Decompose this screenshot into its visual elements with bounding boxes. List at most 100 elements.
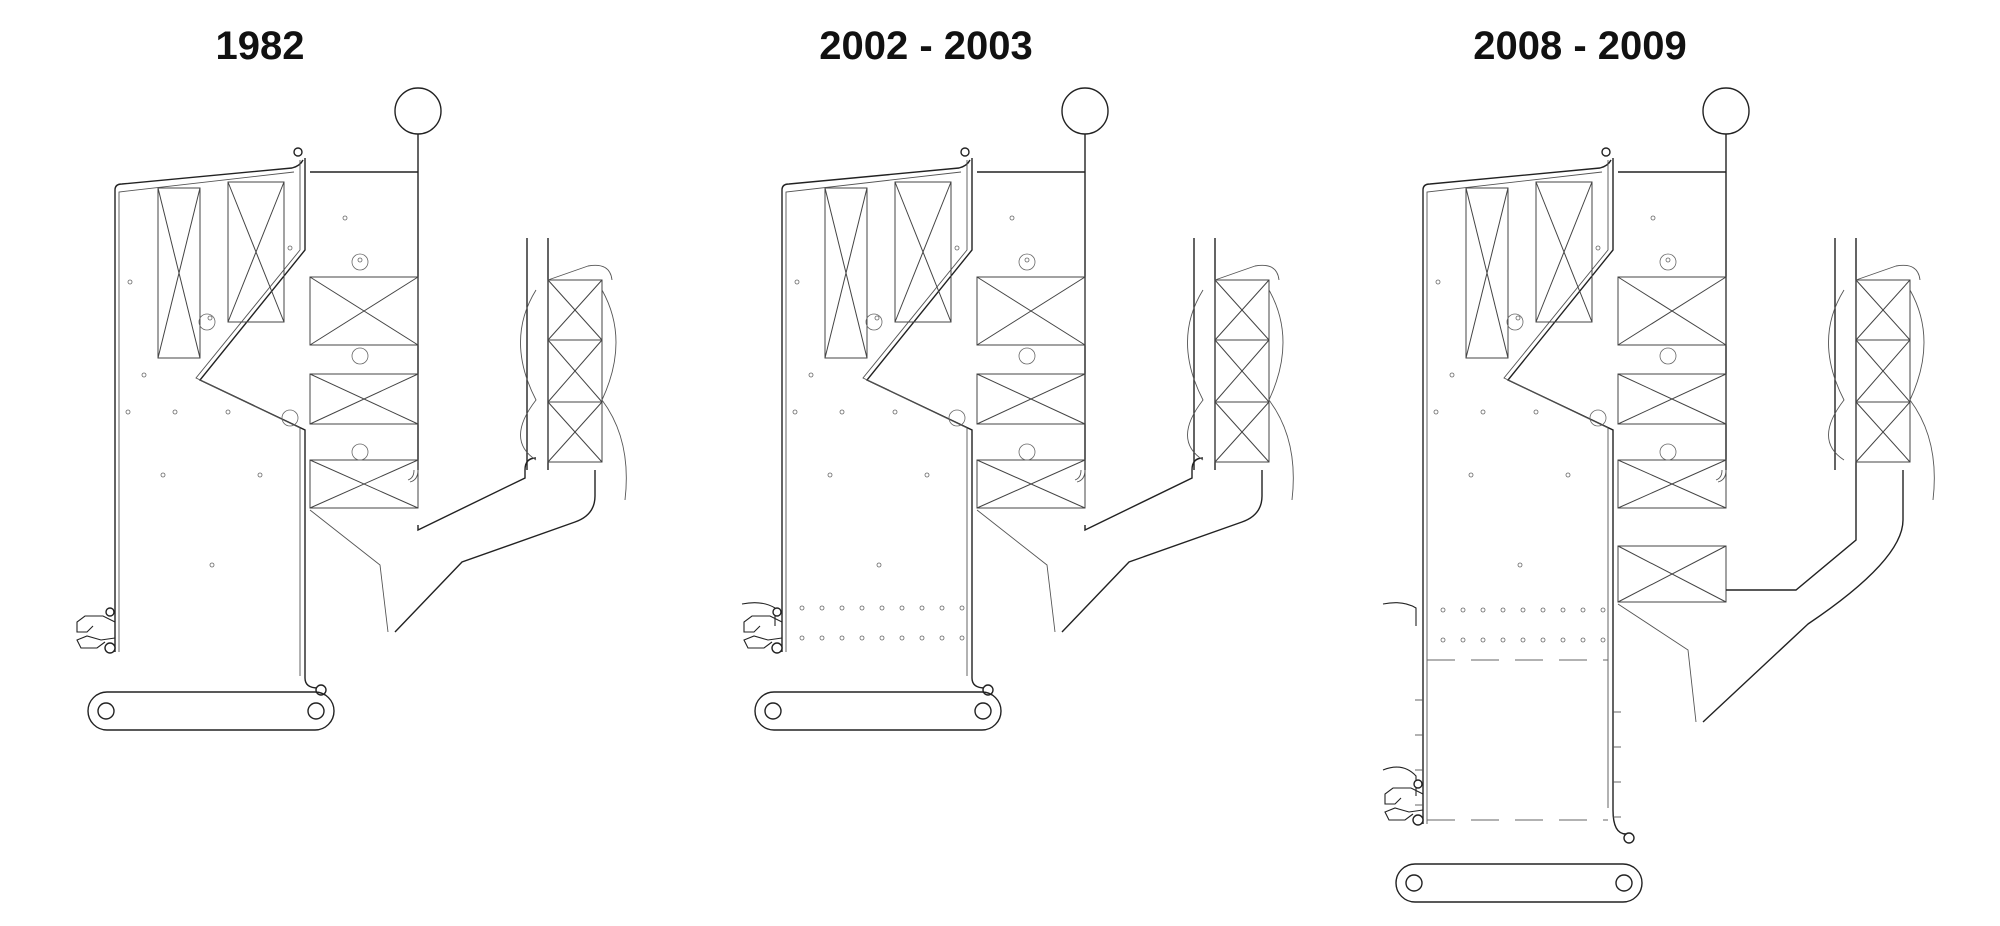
- second-pass-hopper: [976, 509, 1056, 633]
- observation-port: [357, 257, 363, 263]
- burner-header: [771, 642, 783, 654]
- overfire-air-duct-low: [1382, 766, 1417, 796]
- soot-blower-port: [1589, 409, 1607, 427]
- platen-bank-b-diag-b: [227, 181, 285, 323]
- reheater-bank: [1617, 276, 1727, 346]
- overfire-air-port: [1520, 607, 1526, 613]
- economizer-bank-b-diag-b: [1617, 545, 1727, 603]
- observation-port: [127, 279, 133, 285]
- platen-bank-a-diag-b: [824, 187, 868, 359]
- grate-sprocket-right: [307, 702, 325, 720]
- observation-port: [257, 472, 263, 478]
- overfire-air-port: [819, 635, 825, 641]
- overfire-air-port: [899, 635, 905, 641]
- steam-drum: [1702, 87, 1750, 135]
- air-heater-bank-b-diag-b: [1855, 339, 1911, 403]
- overfire-air-port: [1600, 607, 1606, 613]
- observation-port: [160, 472, 166, 478]
- burner-header: [1413, 779, 1423, 789]
- soot-blower-port: [865, 313, 883, 331]
- boiler-panel-2008: 2008 - 2009: [1334, 0, 2000, 926]
- observation-port: [792, 409, 798, 415]
- soot-blower-port: [281, 409, 299, 427]
- overfire-air-port: [1520, 637, 1526, 643]
- observation-port: [1533, 409, 1539, 415]
- boiler-panel-2002: 2002 - 2003: [667, 0, 1334, 926]
- observation-port: [1480, 409, 1486, 415]
- overfire-air-port: [819, 605, 825, 611]
- economizer-bank-diag-b: [309, 459, 419, 509]
- overfire-air-port: [1460, 607, 1466, 613]
- panel-title: 2008 - 2009: [1473, 24, 1687, 68]
- soot-blower-port: [1506, 313, 1524, 331]
- economizer-bank: [309, 459, 419, 509]
- furnace-left-wall-inner: [118, 171, 295, 652]
- superheater-bank: [309, 373, 419, 425]
- steam-drum: [394, 87, 442, 135]
- gas-duct-upper: [1726, 470, 1857, 591]
- steam-drum: [1061, 87, 1109, 135]
- downcomer-bend: [407, 469, 419, 483]
- observation-port: [342, 215, 348, 221]
- reheater-bank-diag-b: [976, 276, 1086, 346]
- overfire-air-port: [839, 605, 845, 611]
- platen-bank-a-diag-b: [157, 187, 201, 359]
- overfire-air-port: [1440, 637, 1446, 643]
- soot-blower-port: [1659, 443, 1677, 461]
- overfire-air-port: [919, 605, 925, 611]
- overfire-air-port: [1560, 607, 1566, 613]
- air-duct-top: [547, 264, 613, 281]
- superheater-bank-diag-b: [976, 373, 1086, 425]
- boiler-panel-1982: 1982: [0, 0, 667, 926]
- boiler-diagram-1982: [76, 87, 627, 731]
- grate-sprocket-left: [1405, 874, 1423, 892]
- overfire-air-port: [1580, 607, 1586, 613]
- burner-header: [1412, 814, 1424, 826]
- gas-duct-lower: [394, 470, 596, 633]
- economizer-bank-a: [1617, 459, 1727, 509]
- overfire-air-port: [1480, 637, 1486, 643]
- reheater-bank: [309, 276, 419, 346]
- overfire-air-duct: [741, 602, 776, 626]
- observation-port: [287, 245, 293, 251]
- air-duct-top: [1214, 264, 1280, 281]
- overfire-air-port: [939, 635, 945, 641]
- upper-header: [293, 147, 303, 157]
- traveling-grate: [754, 691, 1002, 731]
- observation-port: [1650, 215, 1656, 221]
- gas-duct-upper: [417, 457, 537, 532]
- air-heater-casing: [1834, 238, 1857, 470]
- soot-blower-port: [351, 253, 369, 271]
- air-heater-bank-a-diag-b: [1855, 279, 1911, 341]
- observation-port: [1435, 279, 1441, 285]
- reheater-bank-diag-b: [1617, 276, 1727, 346]
- air-heater-bank-b-diag-b: [1214, 339, 1270, 403]
- panel-title: 2002 - 2003: [819, 24, 1033, 68]
- superheater-bank: [976, 373, 1086, 425]
- overfire-air-port: [879, 605, 885, 611]
- soot-blower-port: [1659, 347, 1677, 365]
- observation-port: [1468, 472, 1474, 478]
- reheater-bank: [976, 276, 1086, 346]
- overfire-air-port: [1600, 637, 1606, 643]
- air-duct-curve-left: [1828, 289, 1845, 461]
- observation-port: [1449, 372, 1455, 378]
- observation-port: [1009, 215, 1015, 221]
- observation-port: [209, 562, 215, 568]
- air-heater-bank-c-diag-b: [1214, 401, 1270, 463]
- soot-blower-port: [948, 409, 966, 427]
- air-duct-curve-right: [601, 289, 627, 501]
- superheater-bank: [1617, 373, 1727, 425]
- soot-blower-port: [1018, 443, 1036, 461]
- boiler-diagram-2002: [741, 87, 1294, 731]
- observation-port: [207, 315, 213, 321]
- traveling-grate: [87, 691, 335, 731]
- grate-sprocket-right: [974, 702, 992, 720]
- furnace-left-wall: [781, 159, 971, 652]
- observation-port: [924, 472, 930, 478]
- overfire-air-port: [919, 635, 925, 641]
- soot-blower-port: [351, 347, 369, 365]
- air-heater-bank-c: [1855, 401, 1911, 463]
- air-duct-curve-left: [520, 289, 537, 461]
- burner-header: [772, 607, 782, 617]
